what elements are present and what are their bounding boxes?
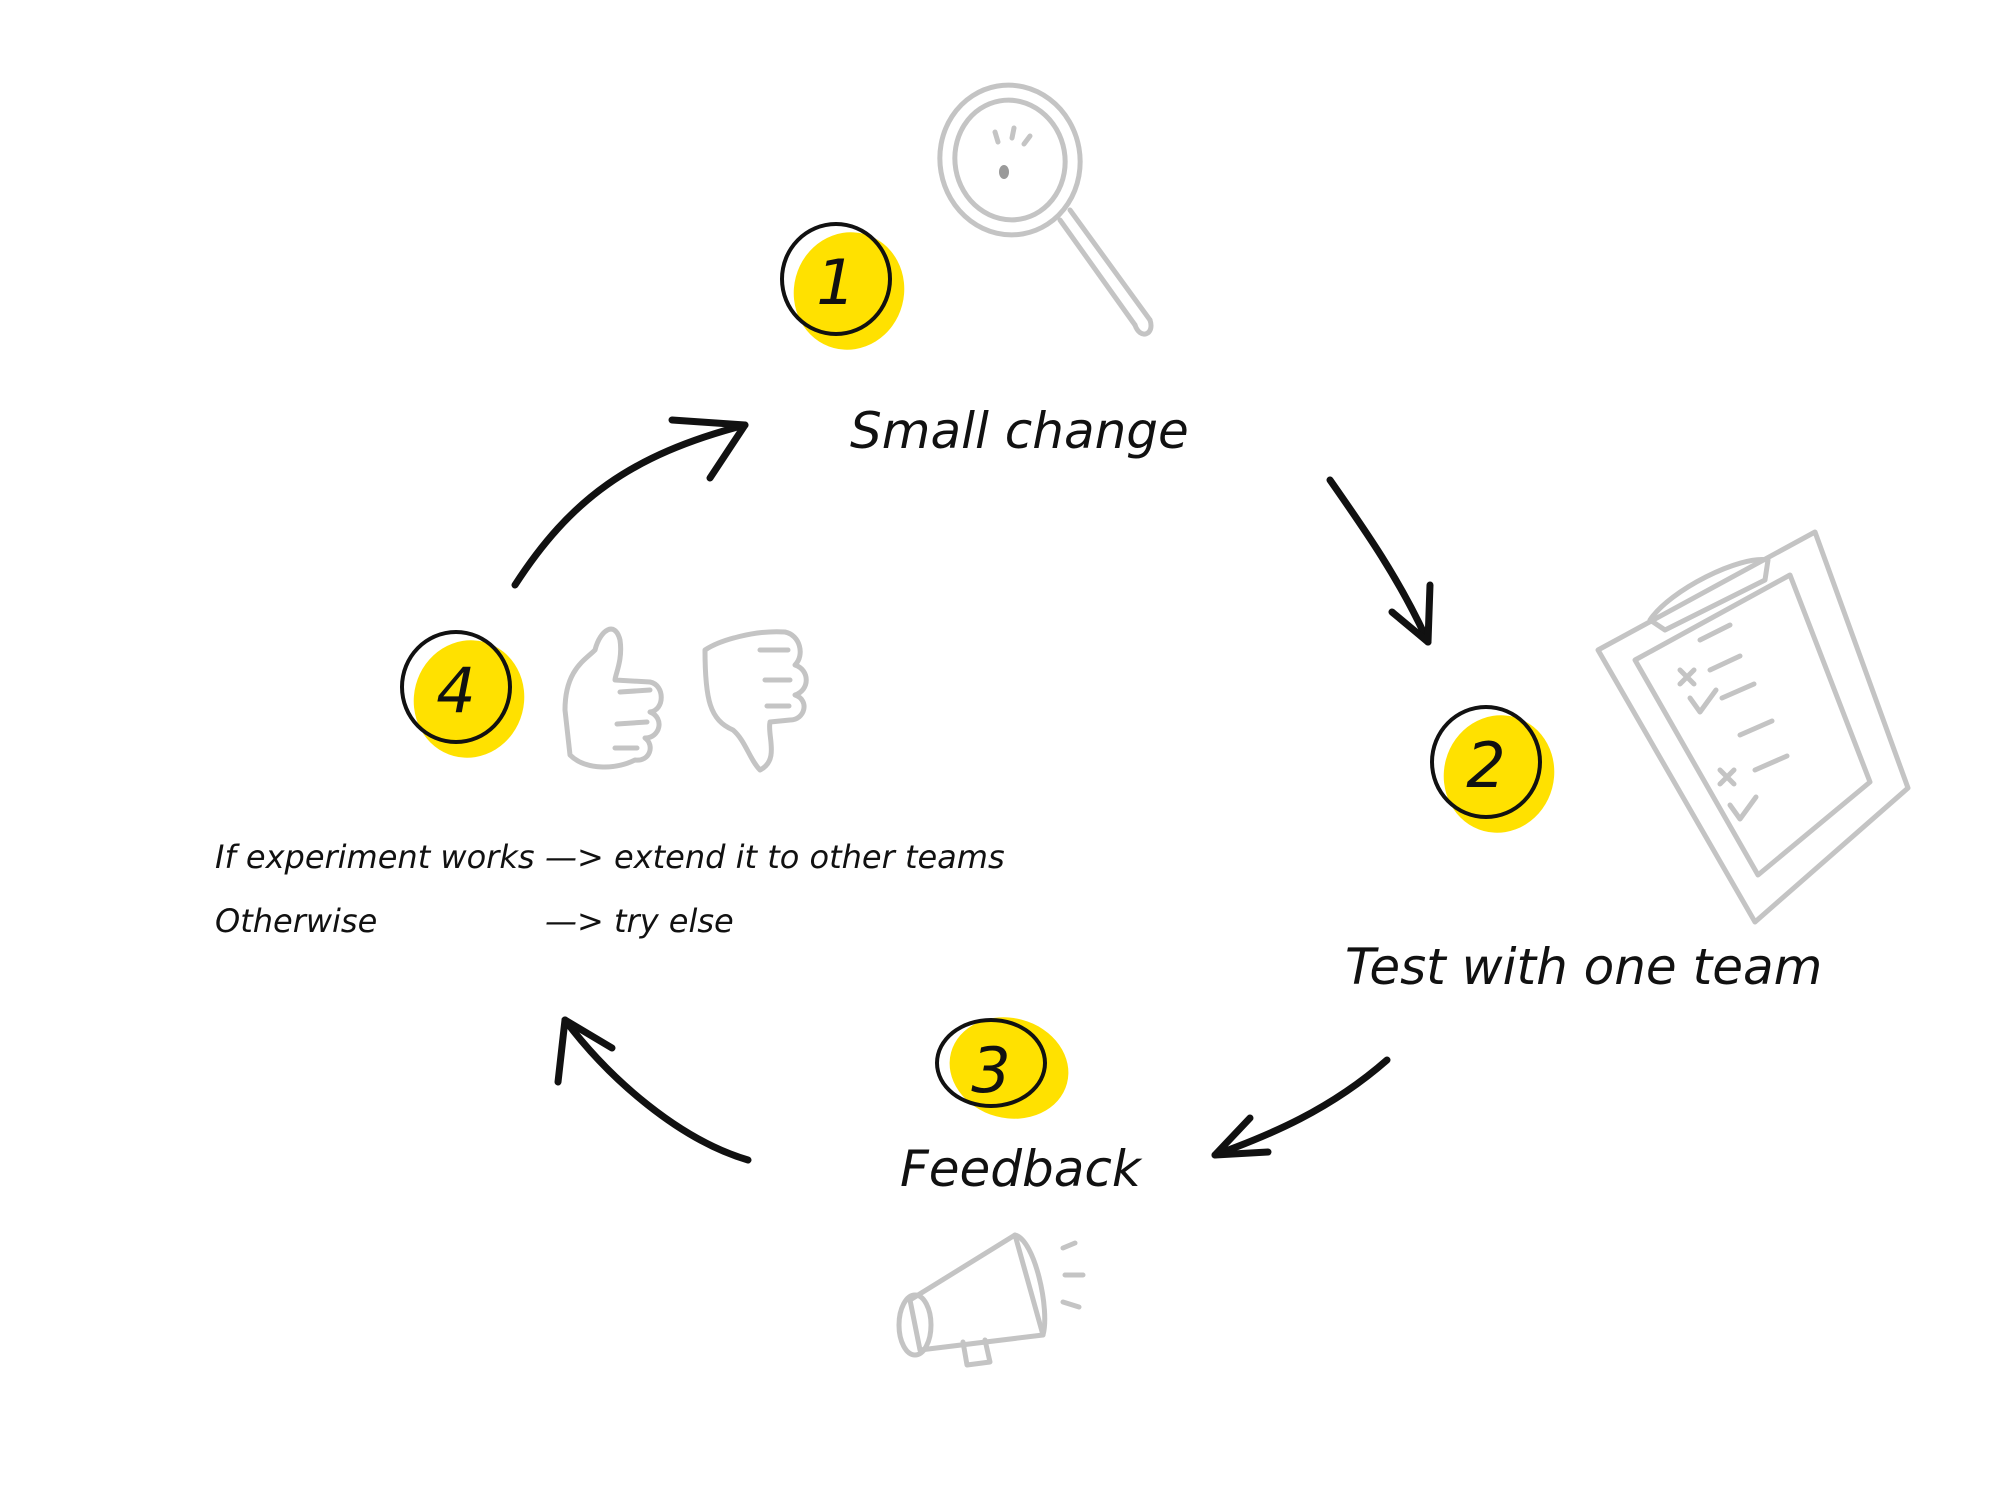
step-badge-1: 1 xyxy=(780,219,918,363)
megaphone-icon xyxy=(896,1232,1086,1368)
arrow-2-to-3 xyxy=(1211,1056,1391,1159)
step-number: 4 xyxy=(436,653,476,727)
magnifier-icon xyxy=(937,82,1154,337)
note-line2-left: Otherwise xyxy=(215,902,378,940)
note-line1-left: If experiment works xyxy=(215,838,535,876)
step-number: 3 xyxy=(971,1033,1011,1107)
badge-ring xyxy=(400,630,512,744)
arrow-3-to-4 xyxy=(554,1016,752,1164)
step-label-small-change: Small change xyxy=(850,402,1189,460)
step-label-test-with-one-team: Test with one team xyxy=(1345,938,1823,996)
step-label-feedback: Feedback xyxy=(900,1140,1141,1198)
step-number: 2 xyxy=(1466,728,1506,802)
clipboard-checklist-icon xyxy=(1595,529,1911,925)
note-line2-right: —> try else xyxy=(545,902,734,940)
badge-ring xyxy=(1430,705,1542,819)
thumbs-up-down-icon xyxy=(562,626,809,773)
arrow-4-to-1 xyxy=(511,416,749,589)
cycle-arrows xyxy=(511,416,1434,1164)
badge-ring xyxy=(780,222,892,336)
badge-ring xyxy=(935,1018,1047,1108)
arrow-1-to-2 xyxy=(1326,476,1434,646)
note-line1-right: —> extend it to other teams xyxy=(545,838,1005,876)
step-badge-3: 3 xyxy=(935,1004,1080,1132)
step-number: 1 xyxy=(816,245,856,319)
step-badge-2: 2 xyxy=(1430,702,1568,846)
step-badge-4: 4 xyxy=(400,627,538,771)
